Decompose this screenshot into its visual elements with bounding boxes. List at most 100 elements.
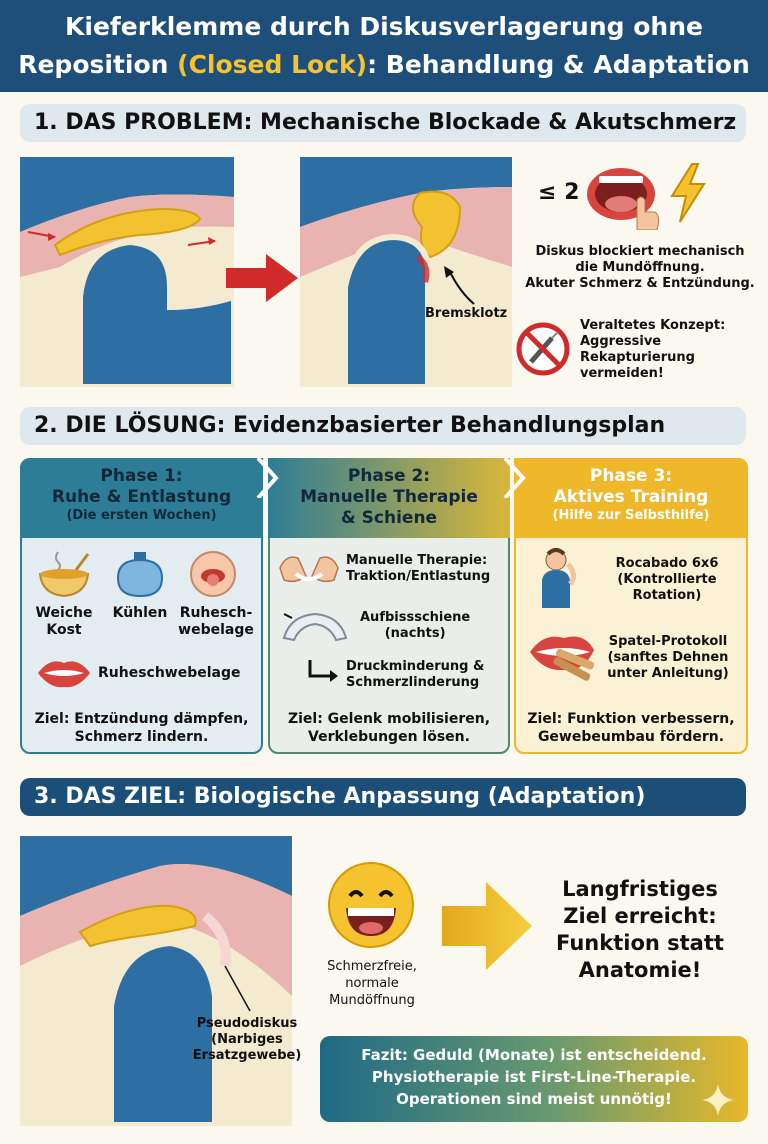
opening-measure: ≤ 2 bbox=[538, 180, 580, 205]
title-highlight: (Closed Lock) bbox=[177, 50, 368, 79]
phase1-sub: (Die ersten Wochen) bbox=[66, 508, 217, 523]
warning-line2: Aggressive bbox=[580, 334, 662, 349]
warning-line3: Rekapturierung bbox=[580, 350, 695, 365]
lightning-icon bbox=[668, 162, 708, 224]
phase2-goal: Ziel: Gelenk mobilisieren, Verklebungen … bbox=[268, 710, 510, 746]
phase-chevron-1 bbox=[256, 458, 280, 498]
sparkle-icon bbox=[700, 1082, 736, 1118]
title-line2-post: : Behandlung & Adaptation bbox=[367, 50, 750, 79]
p3-item1-l2: (Kontrollierte bbox=[617, 572, 717, 587]
p3-item1-l1: Rocabado 6x6 bbox=[615, 556, 719, 571]
item3-l1: Ruhesch- bbox=[179, 605, 253, 621]
phase1-goal2: Schmerz lindern. bbox=[74, 729, 209, 745]
joint-illustration-blocked bbox=[300, 157, 512, 387]
phase2-title2: Manuelle Therapie bbox=[300, 487, 478, 507]
long-term-goal: Langfristiges Ziel erreicht: Funktion st… bbox=[540, 876, 740, 984]
phase2-title1: Phase 2: bbox=[347, 466, 431, 486]
warning-line4: vermeiden! bbox=[580, 366, 664, 381]
desc-line2: die Mundöffnung. bbox=[575, 260, 705, 275]
goal-l1: Langfristiges bbox=[562, 877, 718, 901]
goal-l2: Ziel erreicht: bbox=[563, 904, 717, 928]
transition-arrow bbox=[222, 250, 302, 306]
title-line2-pre: Reposition bbox=[18, 50, 178, 79]
smile-caption: Schmerzfreie, normale Mundöffnung bbox=[310, 958, 434, 1009]
phase3-title: Phase 3: Aktives Training (Hilfe zur Sel… bbox=[514, 466, 748, 523]
section2-heading: 2. DIE LÖSUNG: Evidenzbasierter Behandlu… bbox=[20, 407, 746, 445]
pseudo-l1: Pseudodiskus bbox=[196, 1016, 298, 1031]
phase2-header-bg bbox=[268, 458, 510, 538]
smile-l1: Schmerzfreie, bbox=[327, 959, 417, 974]
phase3-header-bg bbox=[514, 458, 748, 538]
goal-arrow bbox=[440, 880, 534, 972]
phase3-goal: Ziel: Funktion verbessern, Gewebeumbau f… bbox=[514, 710, 748, 746]
phase3-goal1: Ziel: Funktion verbessern, bbox=[527, 711, 735, 727]
hands-icon bbox=[276, 548, 342, 588]
section1-heading: 1. DAS PROBLEM: Mechanische Blockade & A… bbox=[20, 104, 746, 142]
goal-l3: Funktion statt bbox=[556, 931, 724, 955]
goal-l4: Anatomie! bbox=[578, 958, 702, 982]
bremsklotz-label: Bremsklotz bbox=[425, 306, 508, 321]
phase2-title: Phase 2: Manuelle Therapie & Schiene bbox=[268, 466, 510, 529]
tongue-face-icon bbox=[188, 550, 238, 598]
p3-item2-l3: unter Anleitung) bbox=[607, 666, 729, 681]
item1-l1: Weiche bbox=[35, 605, 93, 621]
fazit-l3: Operationen sind meist unnötig! bbox=[396, 1090, 672, 1108]
fazit-l2: Physiotherapie ist First-Line-Therapie. bbox=[371, 1068, 697, 1086]
phase1-item-cooling: Kühlen bbox=[112, 605, 168, 621]
phase1-header-bg bbox=[20, 458, 263, 538]
prohibited-icon bbox=[516, 322, 570, 376]
joint-illustration-closed bbox=[20, 157, 234, 387]
phase2-item-relief: Druckminderung & Schmerzlinderung bbox=[346, 659, 484, 691]
phase1-item-rest: Ruhesch- webelage bbox=[176, 605, 256, 639]
phase1-item-soft-food: Weiche Kost bbox=[34, 605, 94, 639]
p2-item2-l1: Aufbissschiene bbox=[360, 610, 471, 625]
p3-item2-l1: Spatel-Protokoll bbox=[608, 634, 728, 649]
phase1-item-rest-position: Ruheschwebelage bbox=[98, 665, 241, 681]
p2-item1-l1: Manuelle Therapie: bbox=[346, 553, 488, 568]
phase2-item-splint: Aufbissschiene (nachts) bbox=[360, 610, 470, 642]
section3-heading: 3. DAS ZIEL: Biologische Anpassung (Adap… bbox=[20, 778, 746, 816]
title-line2: Reposition (Closed Lock): Behandlung & A… bbox=[0, 46, 768, 84]
spatula-mouth-icon bbox=[528, 628, 598, 684]
pseudo-l2: (Narbiges bbox=[211, 1032, 283, 1047]
arrow-turn-icon bbox=[306, 658, 340, 684]
phase1-goal: Ziel: Entzündung dämpfen, Schmerz linder… bbox=[20, 710, 263, 746]
open-mouth-icon bbox=[585, 160, 665, 230]
p3-item1-l3: Rotation) bbox=[632, 588, 702, 603]
phase1-title2: Ruhe & Entlastung bbox=[51, 487, 232, 507]
lips-icon bbox=[36, 655, 92, 691]
title-line1: Kieferklemme durch Diskusverlagerung ohn… bbox=[65, 12, 703, 41]
fazit-box: Fazit: Geduld (Monate) ist entscheidend.… bbox=[320, 1036, 748, 1122]
ice-pack-icon bbox=[112, 550, 168, 598]
phase3-item-rocabado: Rocabado 6x6 (Kontrollierte Rotation) bbox=[598, 556, 736, 604]
phase3-goal2: Gewebeumbau fördern. bbox=[537, 729, 725, 745]
phase3-sub: (Hilfe zur Selbsthilfe) bbox=[552, 508, 710, 523]
p2-item3-l2: Schmerzlinderung bbox=[346, 675, 480, 690]
pseudodiskus-label: Pseudodiskus (Narbiges Ersatzgewebe) bbox=[192, 1016, 302, 1064]
phase3-item-spatula: Spatel-Protokoll (sanftes Dehnen unter A… bbox=[600, 634, 736, 682]
warning-line1: Veraltetes Konzept: bbox=[580, 318, 726, 333]
fazit-l1: Fazit: Geduld (Monate) ist entscheidend. bbox=[361, 1046, 707, 1064]
phase2-item-manual: Manuelle Therapie: Traktion/Entlastung bbox=[346, 553, 490, 585]
person-exercise-icon bbox=[534, 548, 584, 608]
p3-item2-l2: (sanftes Dehnen bbox=[607, 650, 729, 665]
item3-l2: webelage bbox=[178, 622, 254, 638]
phase3-title1: Phase 3: bbox=[589, 466, 673, 486]
phase1-goal1: Ziel: Entzündung dämpfen, bbox=[34, 711, 249, 727]
warning-text: Veraltetes Konzept: Aggressive Rekapturi… bbox=[580, 318, 725, 382]
phase3-title2: Aktives Training bbox=[553, 487, 709, 507]
splint-icon bbox=[280, 608, 350, 648]
phase-chevron-2 bbox=[503, 458, 527, 498]
smile-l2: normale bbox=[345, 976, 399, 991]
soup-bowl-icon bbox=[36, 550, 92, 598]
phase2-goal1: Ziel: Gelenk mobilisieren, bbox=[287, 711, 491, 727]
item1-l2: Kost bbox=[46, 622, 82, 638]
bremsklotz-pointer bbox=[440, 262, 480, 307]
pseudo-l3: Ersatzgewebe) bbox=[192, 1048, 302, 1063]
smile-l3: Mundöffnung bbox=[329, 993, 415, 1008]
page-title: Kieferklemme durch Diskusverlagerung ohn… bbox=[0, 0, 768, 92]
p2-item2-l2: (nachts) bbox=[384, 626, 446, 641]
p2-item1-l2: Traktion/Entlastung bbox=[346, 569, 491, 584]
desc-line3: Akuter Schmerz & Entzündung. bbox=[525, 276, 755, 291]
phase2-title3: & Schiene bbox=[340, 508, 438, 528]
